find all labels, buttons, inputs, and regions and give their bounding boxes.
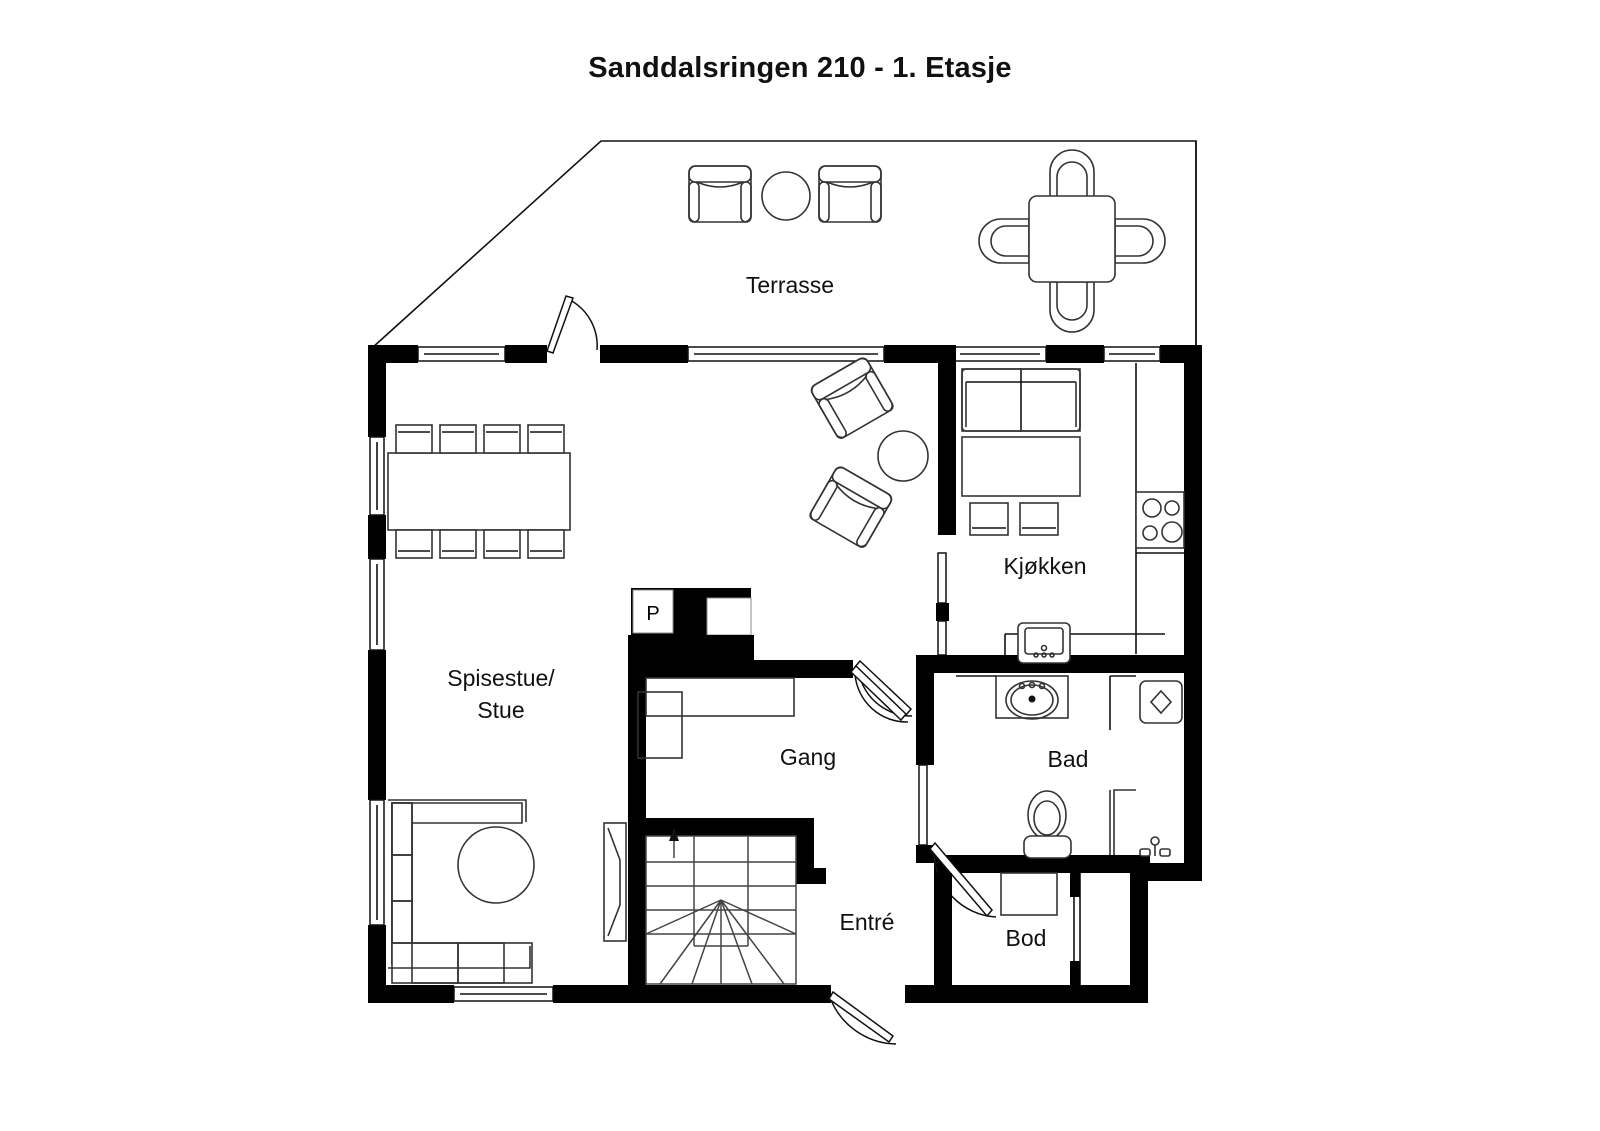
toilet-icon xyxy=(1023,790,1072,859)
bath-cabinet-icon xyxy=(1139,680,1183,724)
terrace-side-table xyxy=(761,171,811,221)
terrace-door xyxy=(546,295,598,354)
washing-machine-icon xyxy=(1004,622,1165,664)
gang-closet xyxy=(637,677,795,759)
front-door xyxy=(828,990,897,1045)
room-label-terrasse: Terrasse xyxy=(746,272,834,298)
window-left-2 xyxy=(369,558,385,651)
kitchen-table xyxy=(961,436,1081,497)
room-label-bod: Bod xyxy=(1006,925,1047,951)
terrace-armchair-right xyxy=(818,165,882,223)
page-title: Sanddalsringen 210 - 1. Etasje xyxy=(588,52,1012,84)
terrace-dining-set xyxy=(978,149,1166,333)
bod-shelf xyxy=(1000,872,1081,985)
exterior-walls xyxy=(368,295,1202,1045)
room-label-entre: Entré xyxy=(840,909,895,935)
window-left-1 xyxy=(369,436,385,516)
lounge-side-table xyxy=(877,430,929,482)
door-gang-bad xyxy=(853,659,913,717)
lounge-armchair-lower xyxy=(809,466,893,548)
shower-icon xyxy=(1109,789,1136,855)
terrace-outline xyxy=(371,140,1197,349)
window-top-2 xyxy=(687,346,885,362)
staircase xyxy=(645,828,797,985)
room-label-stue: Stue xyxy=(477,697,524,723)
room-label-bad: Bad xyxy=(1048,746,1089,772)
room-label-kjokken: Kjøkken xyxy=(1003,553,1086,579)
lounge-armchair-upper xyxy=(810,357,894,439)
door-gang-upper xyxy=(849,664,909,723)
bath-partition xyxy=(1109,675,1136,730)
coffee-table xyxy=(457,826,535,904)
window-left-3 xyxy=(369,799,385,926)
dining-set xyxy=(387,424,571,559)
window-top-3 xyxy=(953,346,1047,362)
kitchen-chair-left xyxy=(969,502,1009,536)
window-top-1 xyxy=(417,346,506,362)
fireplace-block xyxy=(628,588,754,662)
sectional-sofa xyxy=(388,799,533,984)
room-label-gang: Gang xyxy=(780,744,836,770)
bath-sink-icon xyxy=(956,675,1069,720)
kitchen-chair-right xyxy=(1019,502,1059,536)
fireplace-marker-label: P xyxy=(646,603,659,625)
cooktop-icon xyxy=(1135,491,1185,549)
room-label-spisestue: Spisestue/ xyxy=(447,665,555,691)
window-top-4 xyxy=(1103,346,1161,362)
window-bottom-1 xyxy=(453,986,554,1002)
kitchen-sofa xyxy=(961,368,1081,432)
tv-unit xyxy=(603,822,627,942)
terrace-armchair-left xyxy=(688,165,752,223)
bath-faucet-icon xyxy=(1139,836,1171,857)
interior-walls xyxy=(628,345,1202,1003)
